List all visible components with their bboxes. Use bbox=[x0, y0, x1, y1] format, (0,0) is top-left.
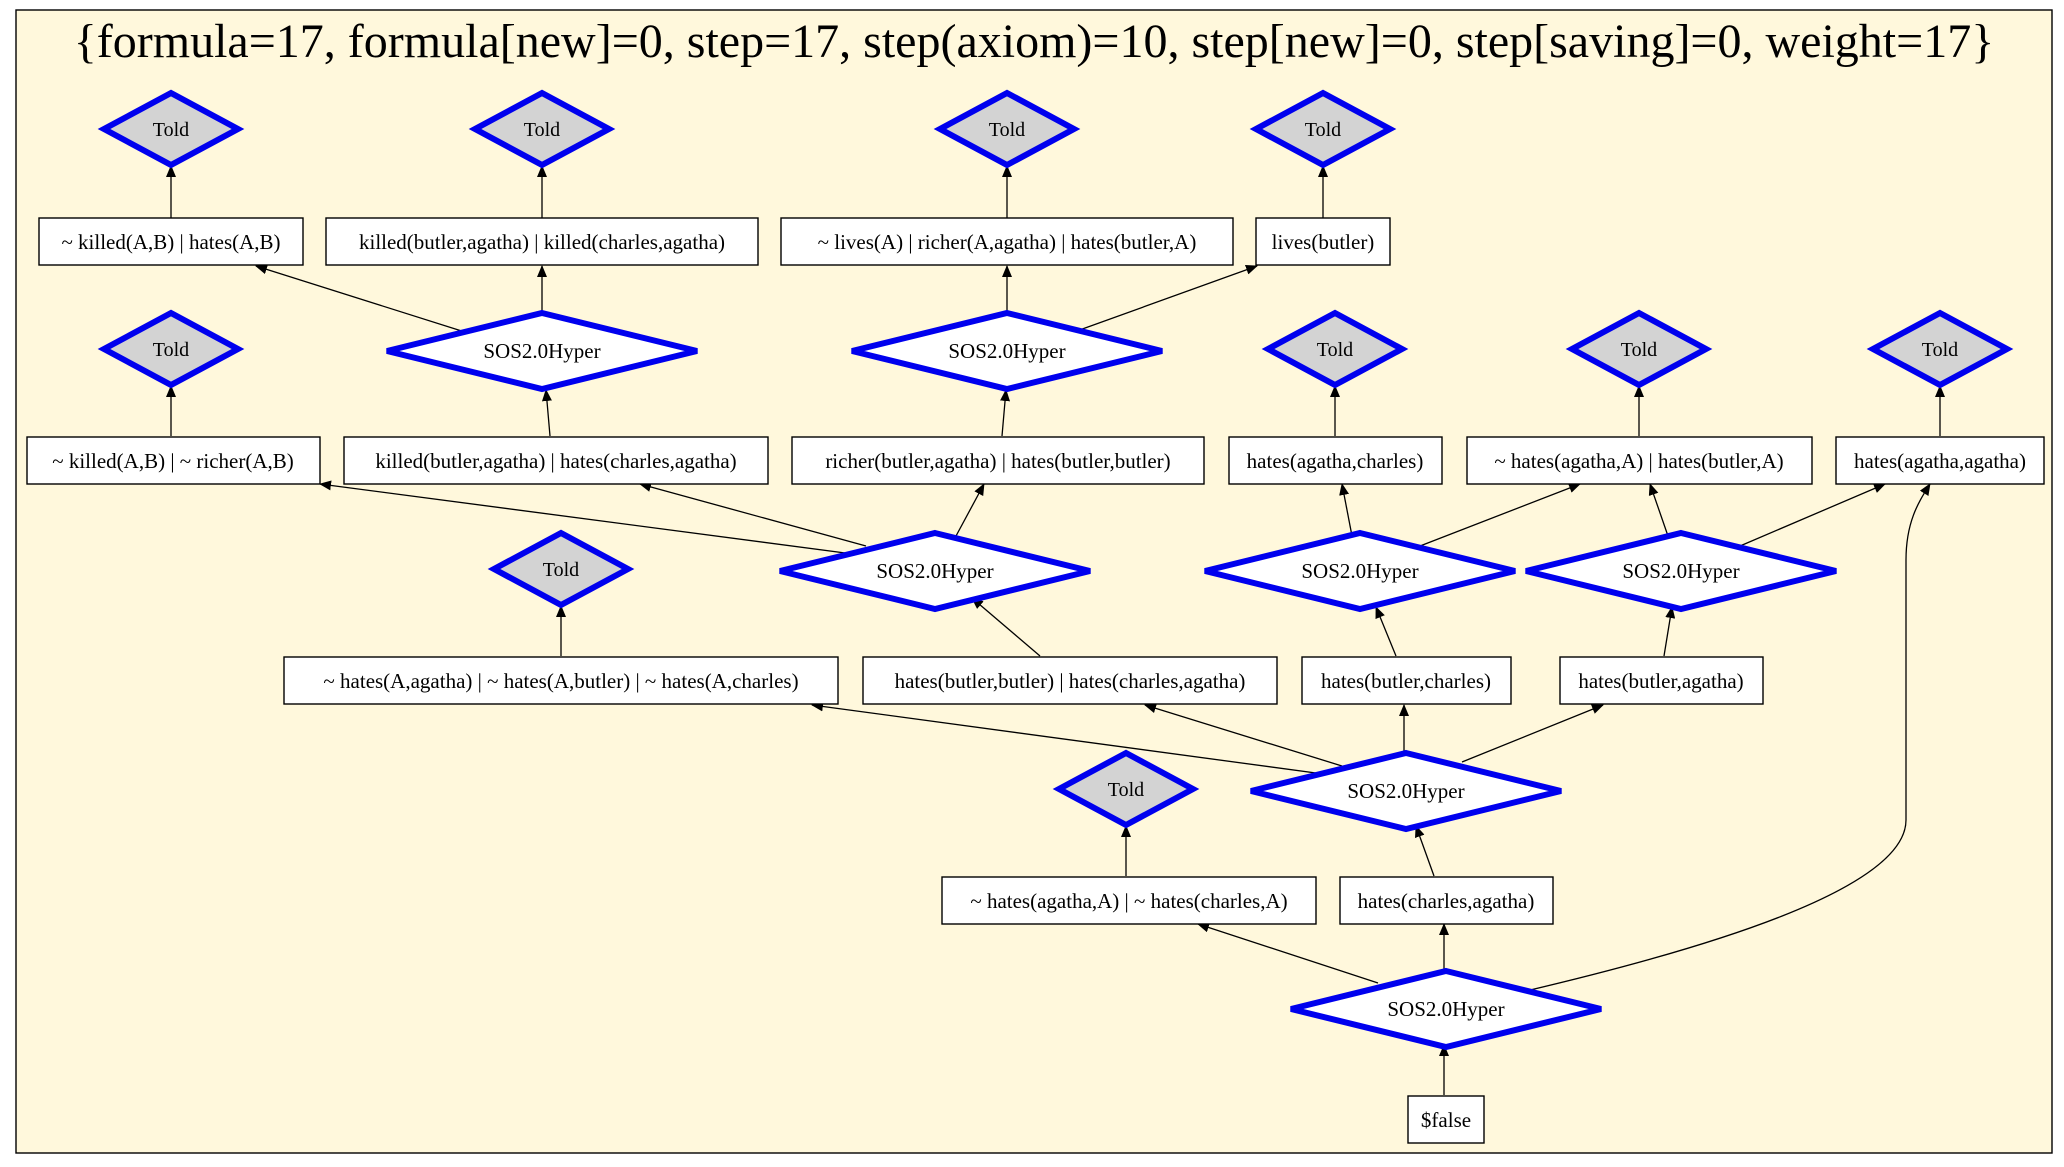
formula-label: ~ hates(A,agatha) | ~ hates(A,butler) | … bbox=[323, 669, 798, 693]
edge bbox=[541, 389, 552, 437]
formula-label: killed(butler,agatha) | killed(charles,a… bbox=[359, 230, 725, 254]
told-node: Told bbox=[1052, 749, 1200, 829]
hyper-label: SOS2.0Hyper bbox=[948, 339, 1065, 363]
told-label: Told bbox=[1621, 339, 1657, 361]
formula-label: hates(butler,agatha) bbox=[1578, 669, 1743, 693]
formula-node: richer(butler,agatha) | hates(butler,but… bbox=[791, 436, 1205, 485]
edge bbox=[1000, 389, 1011, 437]
told-node: Told bbox=[97, 89, 245, 169]
edge bbox=[955, 483, 985, 537]
told-label: Told bbox=[524, 119, 560, 141]
told-label: Told bbox=[153, 339, 189, 361]
edge bbox=[1197, 922, 1379, 984]
edge bbox=[1339, 483, 1353, 537]
formula-node: hates(butler,butler) | hates(charles,aga… bbox=[862, 656, 1278, 705]
hyper-label: SOS2.0Hyper bbox=[1301, 559, 1418, 583]
formula-label: hates(agatha,agatha) bbox=[1854, 449, 2026, 473]
edge bbox=[1073, 265, 1258, 333]
edge bbox=[639, 482, 867, 547]
formula-node: hates(charles,agatha) bbox=[1339, 876, 1554, 925]
hyper-label: SOS2.0Hyper bbox=[1622, 559, 1739, 583]
hyper-node: SOS2.0Hyper bbox=[1290, 967, 1602, 1051]
told-label: Told bbox=[1317, 339, 1353, 361]
edge bbox=[811, 701, 1339, 777]
formula-node-false: $false bbox=[1407, 1095, 1485, 1144]
hyper-label: SOS2.0Hyper bbox=[1387, 997, 1504, 1021]
formula-node: lives(butler) bbox=[1255, 217, 1391, 266]
told-label: Told bbox=[1922, 339, 1958, 361]
edge bbox=[1461, 704, 1604, 763]
graph-title: {formula=17, formula[new]=0, step=17, st… bbox=[74, 15, 1995, 68]
edges bbox=[166, 165, 1945, 1095]
formula-node: hates(agatha,agatha) bbox=[1835, 436, 2045, 485]
edge bbox=[1739, 483, 1886, 547]
edge bbox=[971, 597, 1041, 657]
formula-label: ~ hates(agatha,A) | hates(butler,A) bbox=[1494, 449, 1783, 473]
told-label: Told bbox=[1108, 779, 1144, 801]
formula-label: ~ lives(A) | richer(A,agatha) | hates(bu… bbox=[818, 230, 1197, 254]
formula-label: hates(butler,charles) bbox=[1321, 669, 1491, 693]
formula-label: hates(butler,butler) | hates(charles,aga… bbox=[895, 669, 1246, 693]
edge bbox=[1375, 606, 1397, 657]
told-node: Told bbox=[1249, 89, 1397, 169]
hyper-label: SOS2.0Hyper bbox=[1347, 779, 1464, 803]
told-node: Told bbox=[1565, 309, 1713, 389]
edge bbox=[1648, 483, 1669, 537]
edge bbox=[255, 264, 469, 334]
told-node: Told bbox=[1866, 309, 2014, 389]
hyper-label: SOS2.0Hyper bbox=[876, 559, 993, 583]
told-label: Told bbox=[989, 119, 1025, 141]
formula-node: ~ hates(agatha,A) | hates(butler,A) bbox=[1466, 436, 1813, 485]
formula-label: ~ killed(A,B) | ~ richer(A,B) bbox=[52, 449, 294, 473]
told-label: Told bbox=[543, 559, 579, 581]
told-label: Told bbox=[1305, 119, 1341, 141]
hyper-label: SOS2.0Hyper bbox=[483, 339, 600, 363]
told-node: Told bbox=[487, 529, 635, 609]
formula-label: hates(charles,agatha) bbox=[1358, 889, 1535, 913]
formula-label: ~ hates(agatha,A) | ~ hates(charles,A) bbox=[970, 889, 1287, 913]
formula-label: $false bbox=[1421, 1108, 1471, 1132]
formula-node: hates(agatha,charles) bbox=[1228, 436, 1443, 485]
edge bbox=[1144, 703, 1343, 767]
formula-node: killed(butler,agatha) | killed(charles,a… bbox=[325, 217, 759, 266]
formula-label: killed(butler,agatha) | hates(charles,ag… bbox=[375, 449, 736, 473]
told-node: Told bbox=[933, 89, 1081, 169]
told-node: Told bbox=[1261, 309, 1409, 389]
told-label: Told bbox=[153, 119, 189, 141]
hyper-node: SOS2.0Hyper bbox=[779, 529, 1091, 613]
formula-node: ~ hates(A,agatha) | ~ hates(A,butler) | … bbox=[283, 656, 839, 705]
formula-label: ~ killed(A,B) | hates(A,B) bbox=[61, 230, 280, 254]
told-node: Told bbox=[97, 309, 245, 389]
formula-node: killed(butler,agatha) | hates(charles,ag… bbox=[343, 436, 769, 485]
formula-label: lives(butler) bbox=[1272, 230, 1375, 254]
told-node: Told bbox=[468, 89, 616, 169]
formula-node: ~ killed(A,B) | ~ richer(A,B) bbox=[26, 436, 321, 485]
formula-label: hates(agatha,charles) bbox=[1247, 449, 1424, 473]
hyper-node: SOS2.0Hyper bbox=[1204, 529, 1516, 613]
edge bbox=[319, 480, 869, 557]
hyper-node: SOS2.0Hyper bbox=[1250, 749, 1562, 833]
formula-node: hates(butler,charles) bbox=[1301, 656, 1512, 705]
edge bbox=[1525, 483, 1931, 992]
hyper-node: SOS2.0Hyper bbox=[386, 309, 698, 393]
formula-label: richer(butler,agatha) | hates(butler,but… bbox=[825, 449, 1170, 473]
formula-node: ~ lives(A) | richer(A,agatha) | hates(bu… bbox=[780, 217, 1234, 266]
formula-node: hates(butler,agatha) bbox=[1559, 656, 1764, 705]
edge bbox=[1415, 825, 1435, 877]
formula-node: ~ hates(agatha,A) | ~ hates(charles,A) bbox=[941, 876, 1317, 925]
formula-node: ~ killed(A,B) | hates(A,B) bbox=[38, 217, 304, 266]
edge bbox=[1663, 606, 1676, 657]
hyper-node: SOS2.0Hyper bbox=[1525, 529, 1837, 613]
hyper-node: SOS2.0Hyper bbox=[851, 309, 1163, 393]
edge bbox=[1419, 483, 1581, 547]
